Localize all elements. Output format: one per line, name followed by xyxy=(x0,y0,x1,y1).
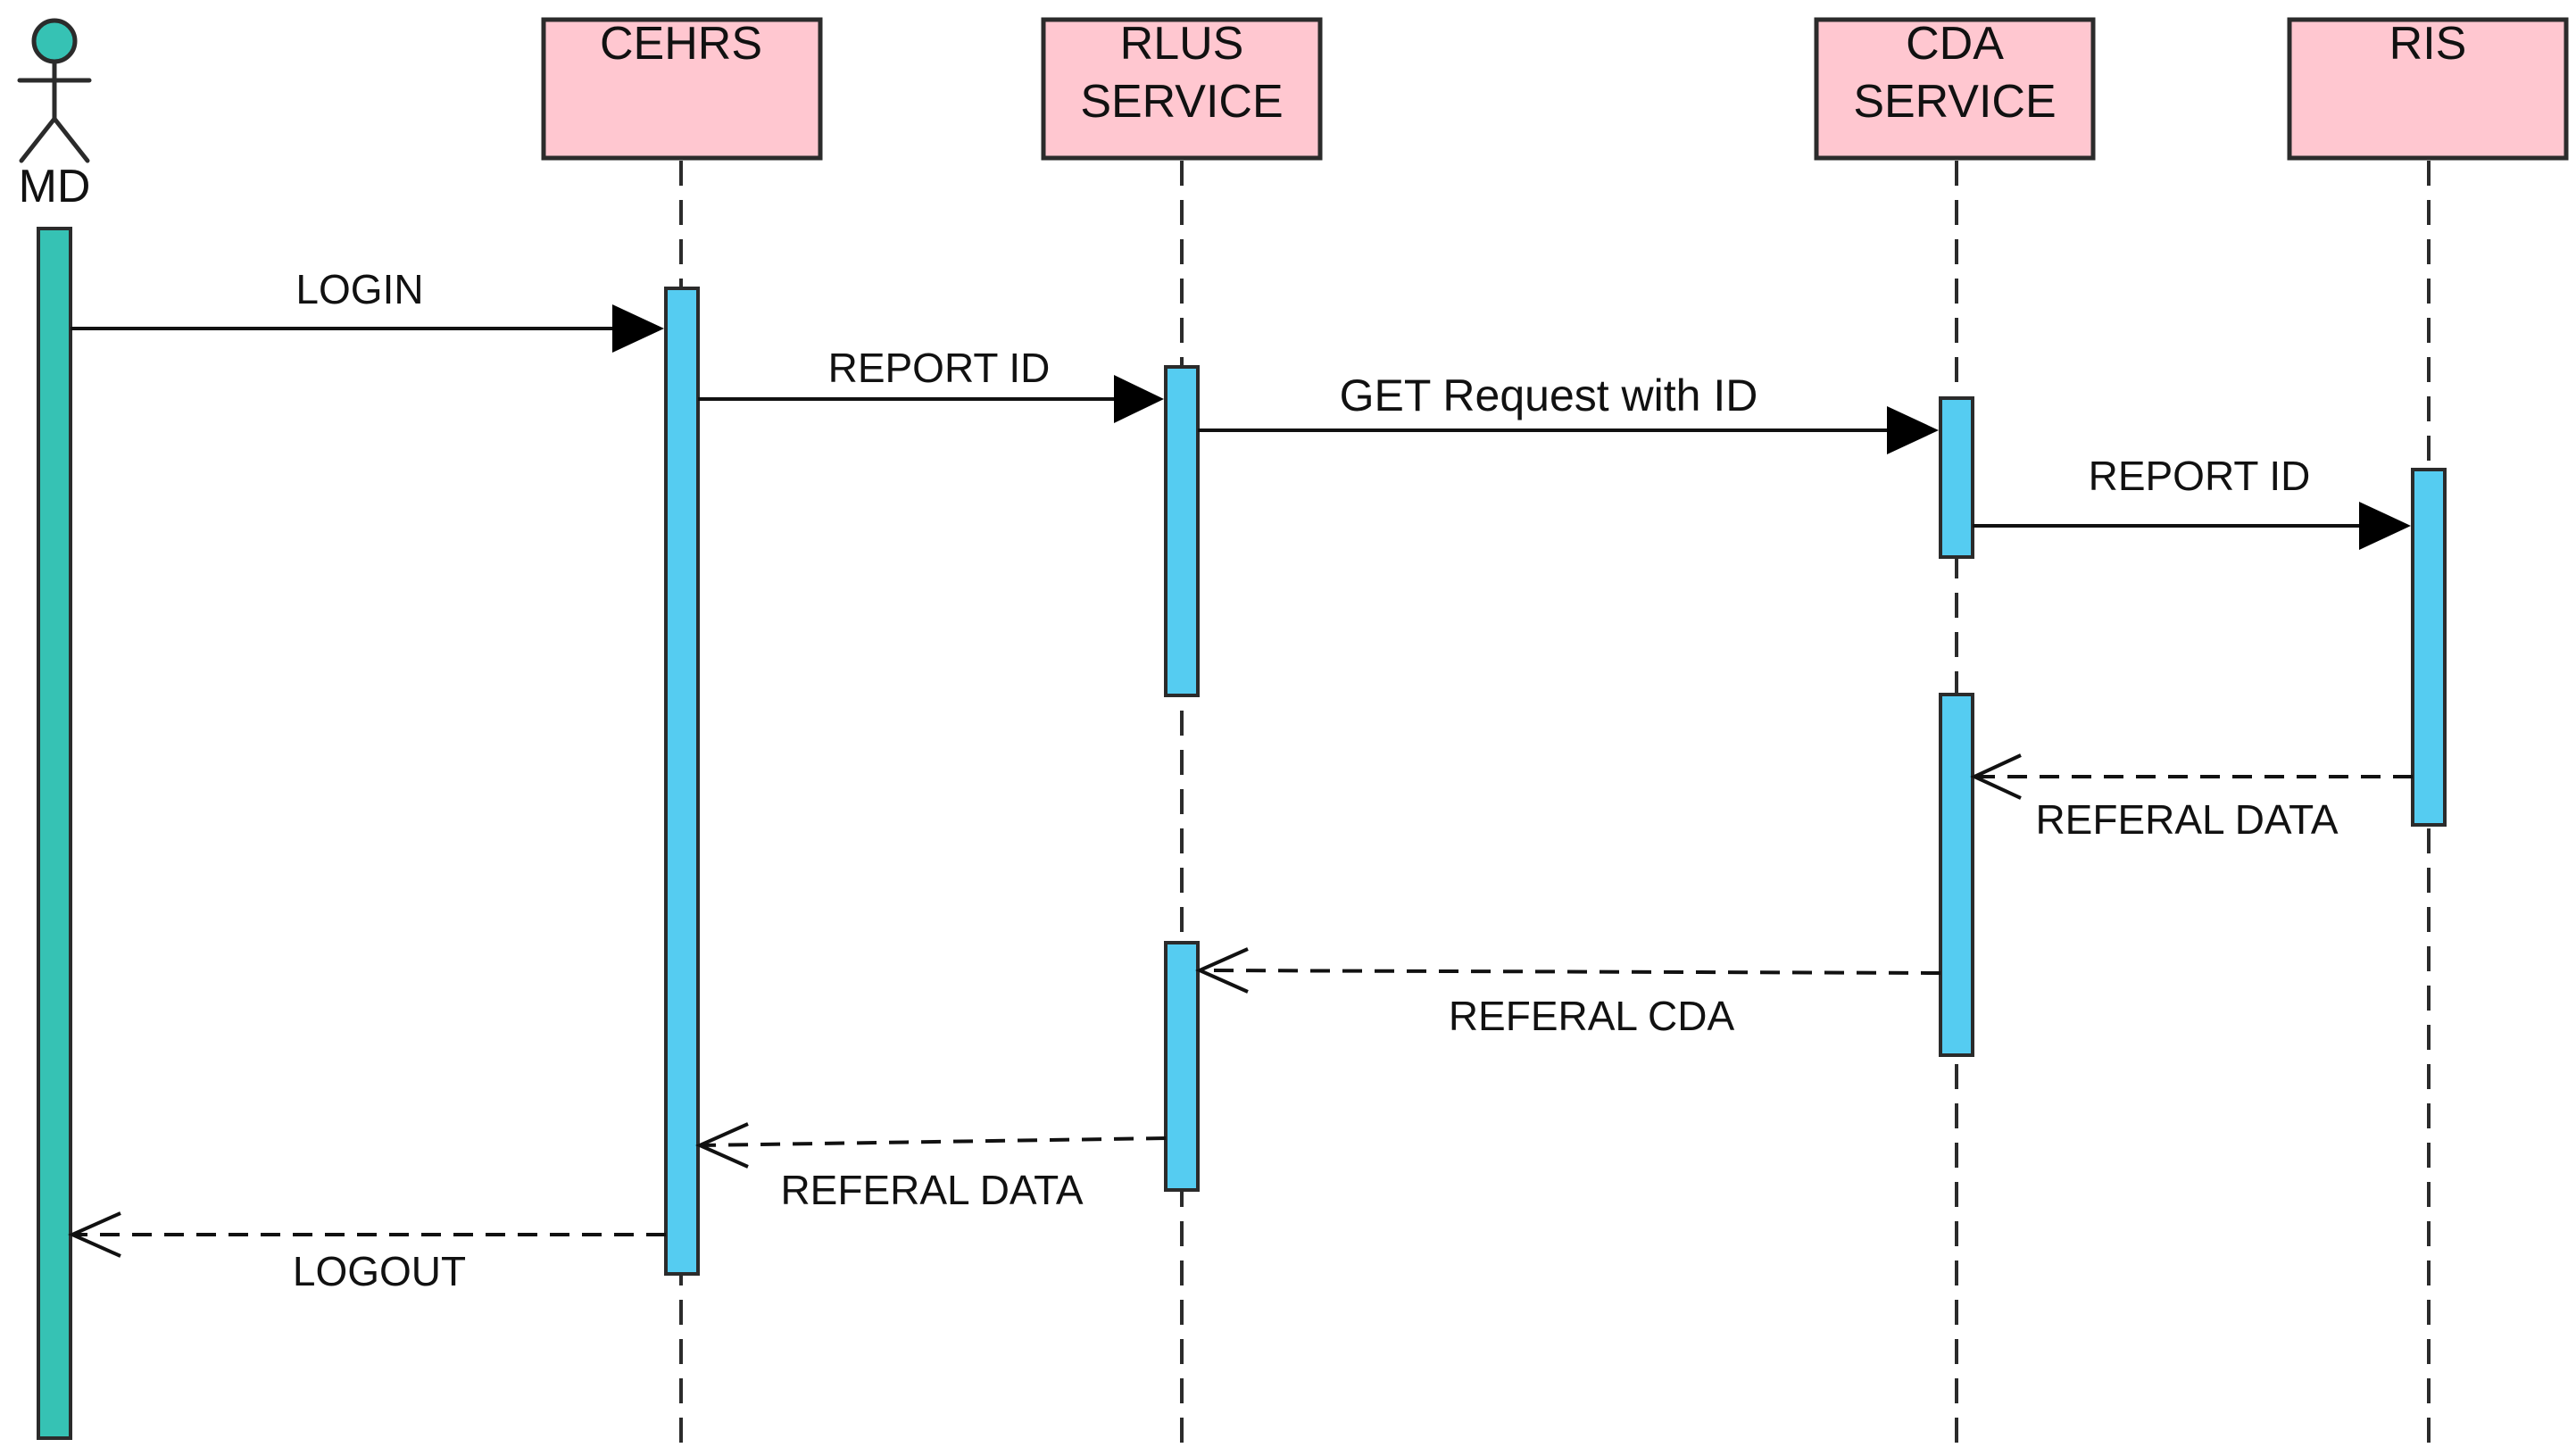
activation-cehrs xyxy=(664,287,700,1276)
participant-label-ris: RIS xyxy=(2389,18,2467,70)
participant-box-ris xyxy=(2287,17,2569,161)
message-referal-data-ris-cda: REFERAL DATA xyxy=(1970,753,2413,843)
message-label-referal-data-1: REFERAL DATA xyxy=(2035,796,2338,843)
arrow-head-open-icon xyxy=(68,1211,121,1258)
message-label-login: LOGIN xyxy=(295,266,423,312)
message-label-report-id-2: REPORT ID xyxy=(2089,453,2311,499)
message-label-referal-cda: REFERAL CDA xyxy=(1449,993,1735,1039)
actor-left-leg xyxy=(19,116,57,163)
message-login: LOGIN xyxy=(71,266,664,353)
participant-box-rlus xyxy=(1041,17,1323,161)
message-label-get-request: GET Request with ID xyxy=(1340,370,1758,420)
arrow-head-open-icon xyxy=(695,1122,749,1169)
message-label-logout: LOGOUT xyxy=(293,1248,466,1294)
arrow-head-filled-icon xyxy=(612,304,664,353)
participant-cda: CDA SERVICE xyxy=(1814,17,2096,161)
arrow-head-open-icon xyxy=(1970,753,2022,800)
actor-label: MD xyxy=(19,161,91,212)
participant-label-rlus-line1: RLUS xyxy=(1120,18,1244,70)
actor-head-icon xyxy=(31,18,78,64)
participant-cehrs: CEHRS xyxy=(541,17,823,161)
message-line xyxy=(1201,969,1941,975)
message-line xyxy=(701,1136,1167,1147)
message-referal-cda: REFERAL CDA xyxy=(1195,947,1941,1039)
participant-label-cda-line2: SERVICE xyxy=(1853,76,2056,128)
arrow-head-filled-icon xyxy=(2359,502,2411,550)
participant-label-rlus-line2: SERVICE xyxy=(1080,76,1283,128)
arrow-head-open-icon xyxy=(1195,947,1249,994)
participant-label-cda-line1: CDA xyxy=(1906,18,2004,70)
activation-rlus-1 xyxy=(1164,365,1200,697)
participant-rlus: RLUS SERVICE xyxy=(1041,17,1323,161)
message-referal-data-rlus-cehrs: REFERAL DATA xyxy=(695,1122,1167,1213)
activation-cda-2 xyxy=(1939,693,1974,1057)
arrow-head-filled-icon xyxy=(1114,375,1164,423)
participant-ris: RIS xyxy=(2287,17,2569,161)
actor-md: MD xyxy=(17,18,92,212)
activation-ris xyxy=(2411,468,2447,827)
arrow-head-filled-icon xyxy=(1887,406,1939,454)
actor-activation-bar xyxy=(37,227,72,1440)
message-logout: LOGOUT xyxy=(68,1211,666,1294)
message-label-report-id-1: REPORT ID xyxy=(828,345,1051,391)
actor-right-leg xyxy=(52,116,90,163)
participant-box-cehrs xyxy=(541,17,823,161)
message-label-referal-data-2: REFERAL DATA xyxy=(780,1167,1083,1213)
activation-rlus-2 xyxy=(1164,941,1200,1192)
participant-box-cda xyxy=(1814,17,2096,161)
activation-cda-1 xyxy=(1939,396,1974,559)
message-report-id-cda-ris: REPORT ID xyxy=(1973,453,2411,550)
participant-label-cehrs: CEHRS xyxy=(600,18,762,70)
message-report-id-cehrs-rlus: REPORT ID xyxy=(698,345,1164,423)
message-get-request: GET Request with ID xyxy=(1198,370,1939,454)
